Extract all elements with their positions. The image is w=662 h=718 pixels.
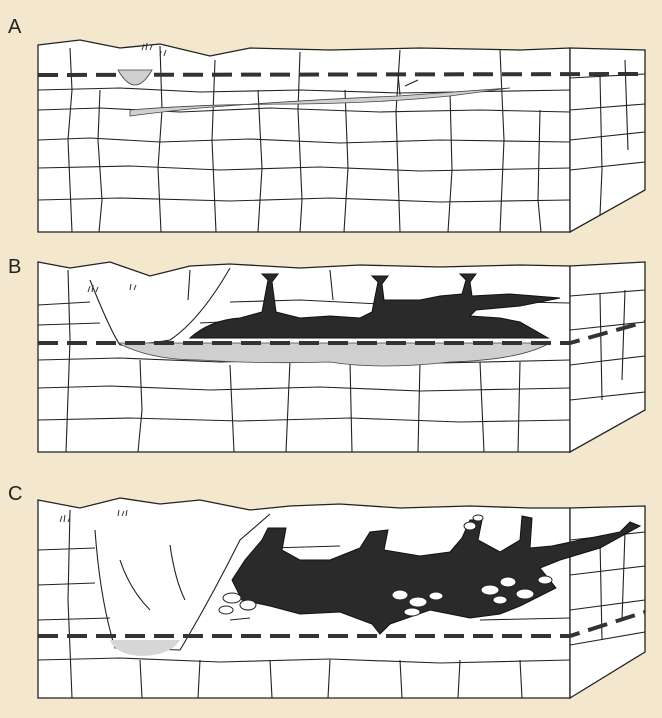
panel-a-block-front [38,40,570,232]
panel-label-c: C [8,483,22,505]
panel-label-b: B [8,256,21,278]
panel-label-a: A [8,16,22,38]
panel-b: B [8,256,645,452]
panel-a: A [8,16,645,232]
panel-c: C [8,483,645,698]
